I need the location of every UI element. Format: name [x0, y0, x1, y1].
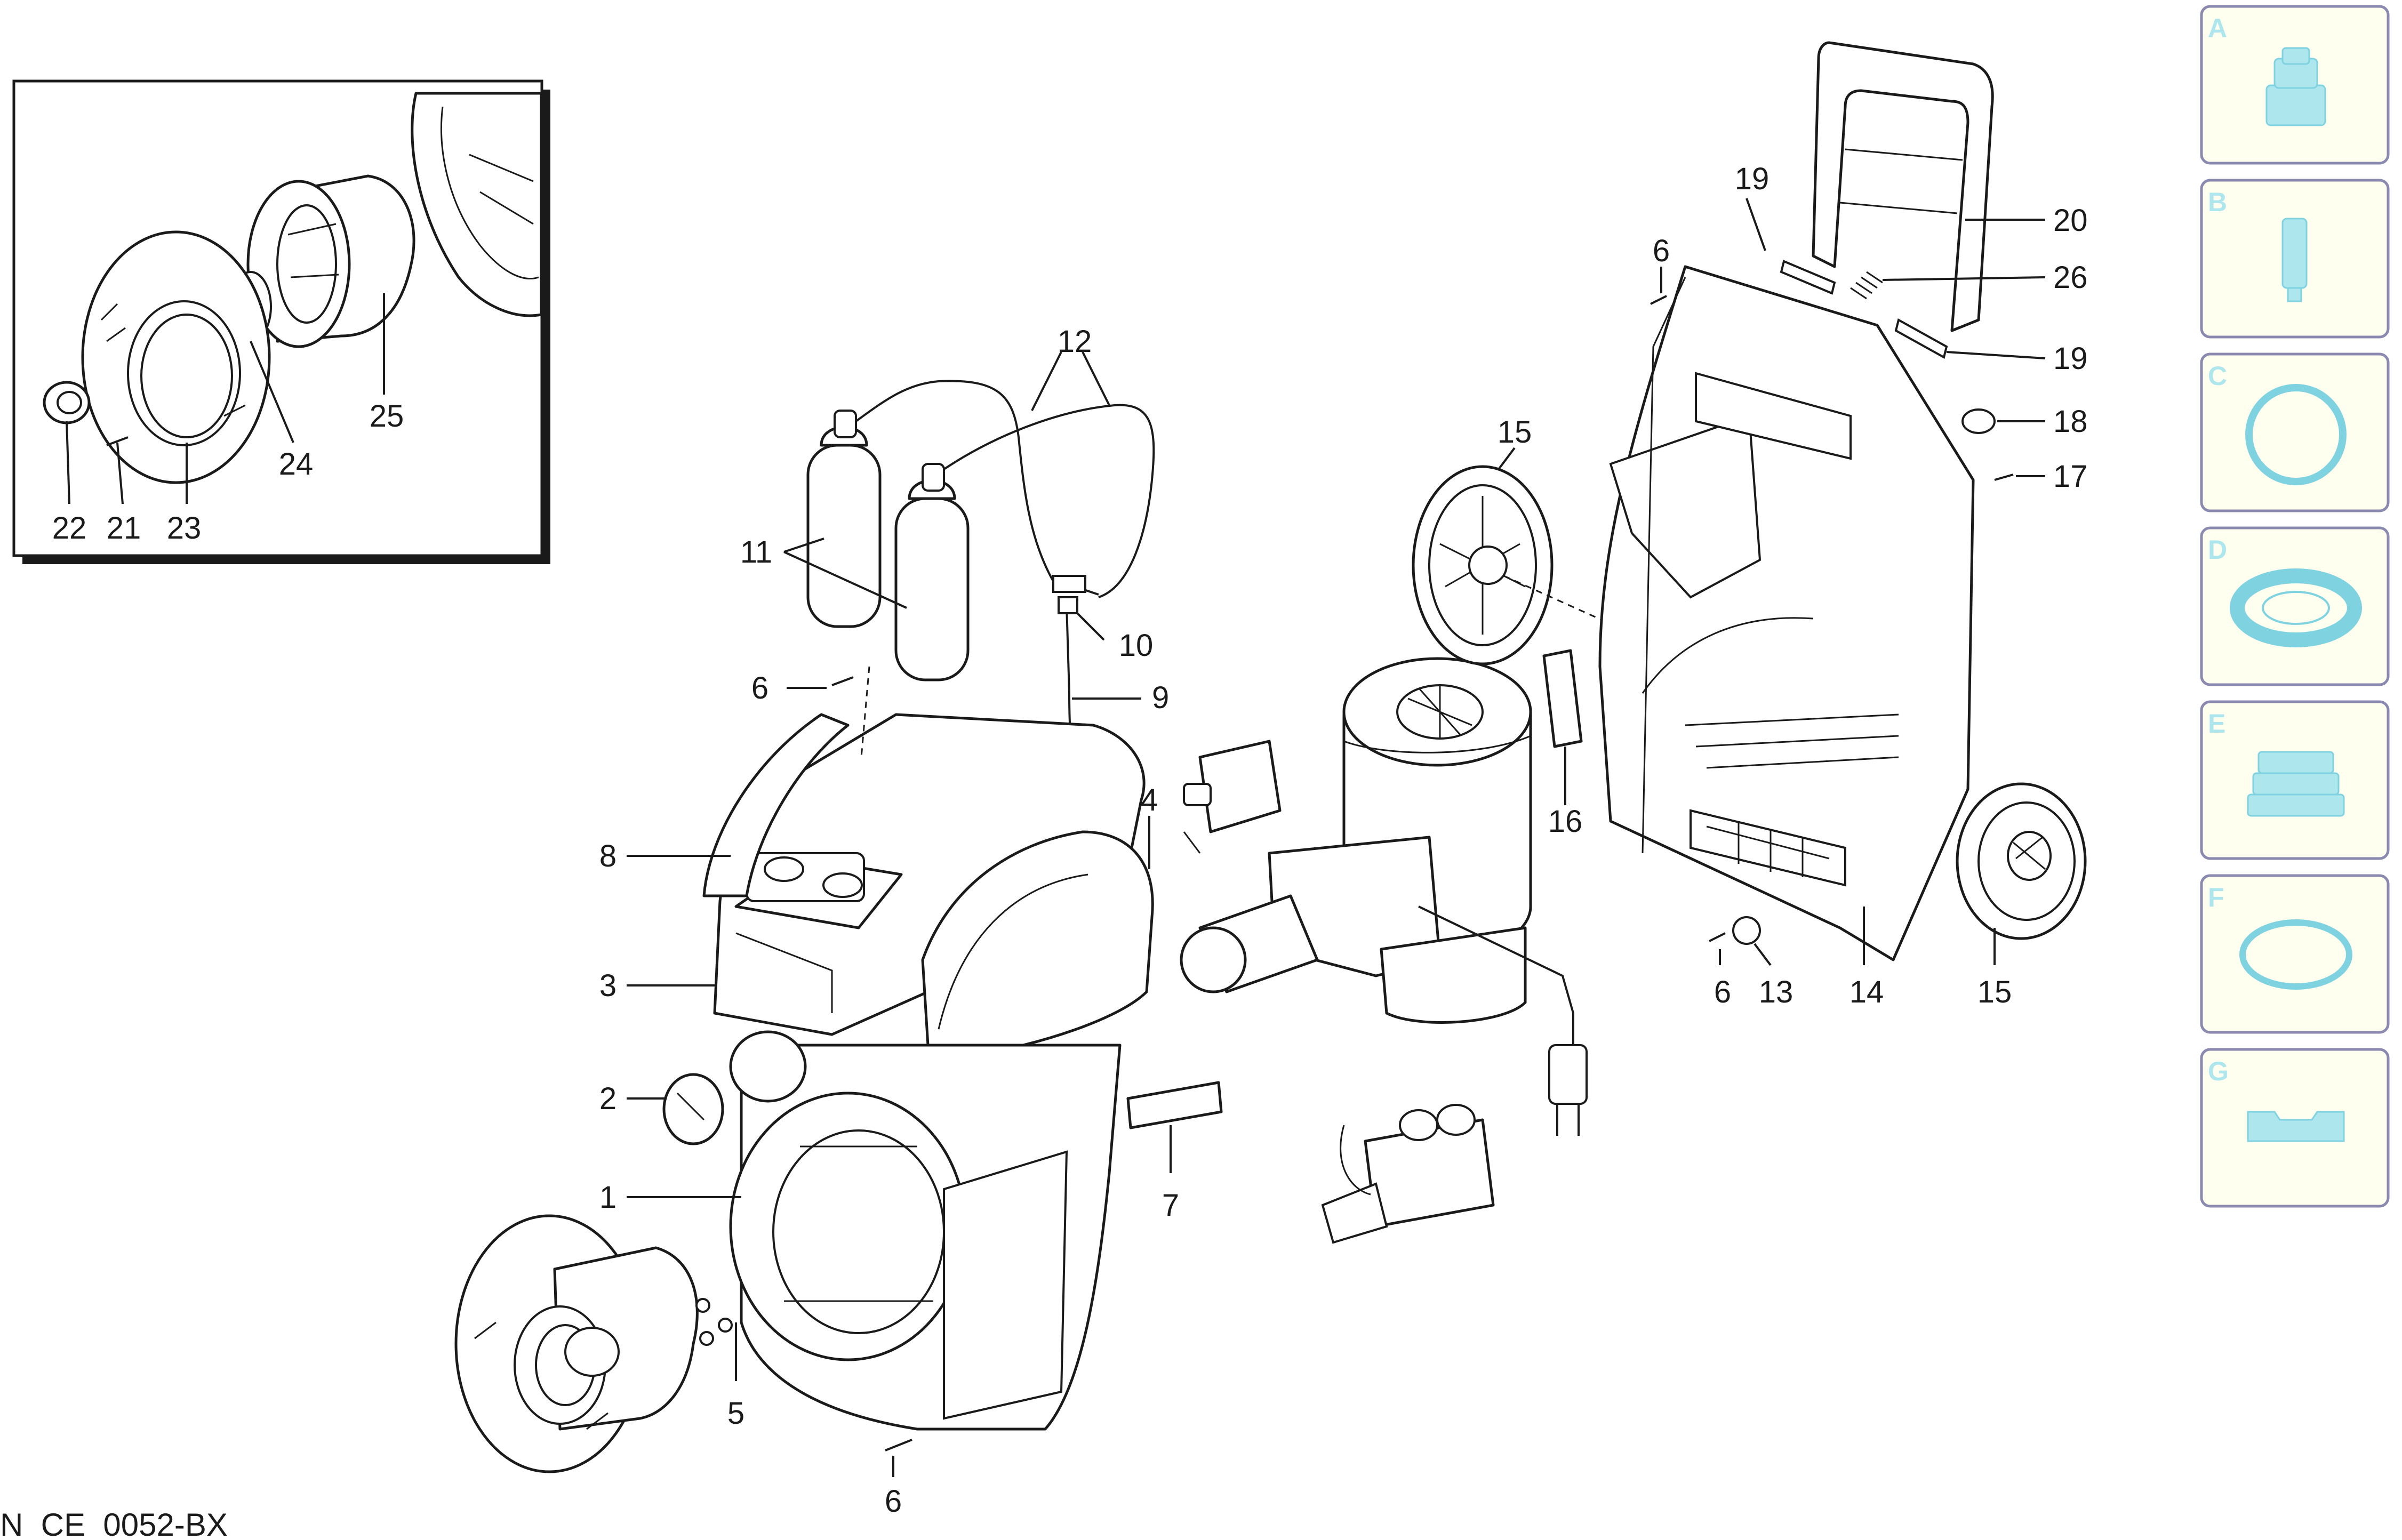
callout-17: 17 [2053, 459, 2088, 494]
legend-box-f [2200, 874, 2390, 1034]
callout-15-a: 15 [1498, 415, 1532, 450]
main-housing [702, 713, 1154, 1431]
o-ring-icon [2245, 384, 2347, 485]
callout-8: 8 [599, 839, 616, 873]
callout-6-c: 6 [1653, 234, 1670, 268]
callout-2: 2 [599, 1081, 616, 1116]
legend-letter-c: C [2208, 361, 2227, 391]
callout-13: 13 [1759, 975, 1794, 1009]
legend-letter-b: B [2208, 187, 2227, 217]
callout-15-b: 15 [1977, 975, 2012, 1009]
pressure-knob [662, 1030, 807, 1145]
callout-26: 26 [2053, 260, 2088, 295]
inset-screw [106, 436, 129, 446]
callout-24: 24 [279, 447, 314, 482]
cylinder-icon [2281, 218, 2308, 302]
pin-19-b [1894, 318, 1948, 359]
footer-code: N CE 0052-BX [0, 1507, 228, 1540]
detergent-bottles [806, 380, 1155, 790]
callout-23: 23 [167, 511, 202, 546]
callout-3: 3 [599, 968, 616, 1003]
callout-7: 7 [1162, 1188, 1179, 1223]
callout-20: 20 [2053, 203, 2088, 238]
screw-6b [885, 1439, 912, 1451]
nut-13 [1732, 916, 1761, 945]
pin-19-a [1780, 260, 1836, 295]
flange-plate [81, 230, 271, 484]
callout-18: 18 [2053, 404, 2088, 439]
screw-6c [1650, 295, 1667, 305]
connector-icon [2265, 47, 2326, 126]
callout-1: 1 [599, 1180, 616, 1215]
callout-21: 21 [107, 511, 141, 546]
legend-letter-f: F [2208, 883, 2224, 912]
hose-reel-front [454, 1214, 699, 1473]
wheel-left [1412, 465, 1554, 665]
callout-6-b: 6 [885, 1484, 902, 1519]
valve-block [1321, 1104, 1495, 1244]
inset-detail: 22 21 23 24 25 [12, 79, 550, 564]
screw-17 [1994, 474, 2014, 481]
legend-letter-e: E [2208, 709, 2225, 739]
callout-10: 10 [1119, 628, 1154, 663]
callout-14: 14 [1849, 975, 1884, 1009]
bellows-icon [2247, 751, 2345, 817]
callout-12: 12 [1058, 324, 1092, 359]
seal-ring-icon [2230, 568, 2362, 647]
legend-letter-d: D [2208, 535, 2227, 565]
motor-pump-assembly [1180, 657, 1588, 1136]
screw-6d [1709, 932, 1726, 942]
frame [1598, 265, 1975, 961]
callout-5: 5 [727, 1396, 744, 1431]
callout-6-d: 6 [1714, 975, 1731, 1009]
cap-18 [1961, 408, 1996, 434]
spring-26 [1850, 271, 1883, 300]
legend-letter-g: G [2208, 1056, 2229, 1086]
callout-6-a: 6 [751, 671, 768, 705]
legend-letter-a: A [2208, 13, 2227, 43]
callout-4: 4 [1141, 783, 1158, 817]
bracket-16 [1542, 649, 1583, 748]
callout-19-b: 19 [2053, 341, 2088, 376]
wheel-right [1956, 782, 2087, 940]
callout-19-a: 19 [1735, 162, 1770, 196]
legend-box-c [2200, 352, 2390, 512]
callout-22: 22 [52, 511, 87, 546]
legend: A B C D E F [2200, 5, 2390, 1208]
filter-part [1126, 1081, 1223, 1129]
push-handle [1812, 41, 1994, 332]
callout-11: 11 [740, 535, 772, 570]
callout-9: 9 [1152, 680, 1169, 715]
switch-module [1183, 740, 1282, 854]
hub-part [246, 174, 415, 348]
clip-icon [2247, 1111, 2345, 1142]
screw-6a [831, 676, 854, 686]
callout-25: 25 [370, 399, 404, 434]
flat-ring-icon [2239, 919, 2352, 990]
callout-16: 16 [1548, 804, 1583, 839]
